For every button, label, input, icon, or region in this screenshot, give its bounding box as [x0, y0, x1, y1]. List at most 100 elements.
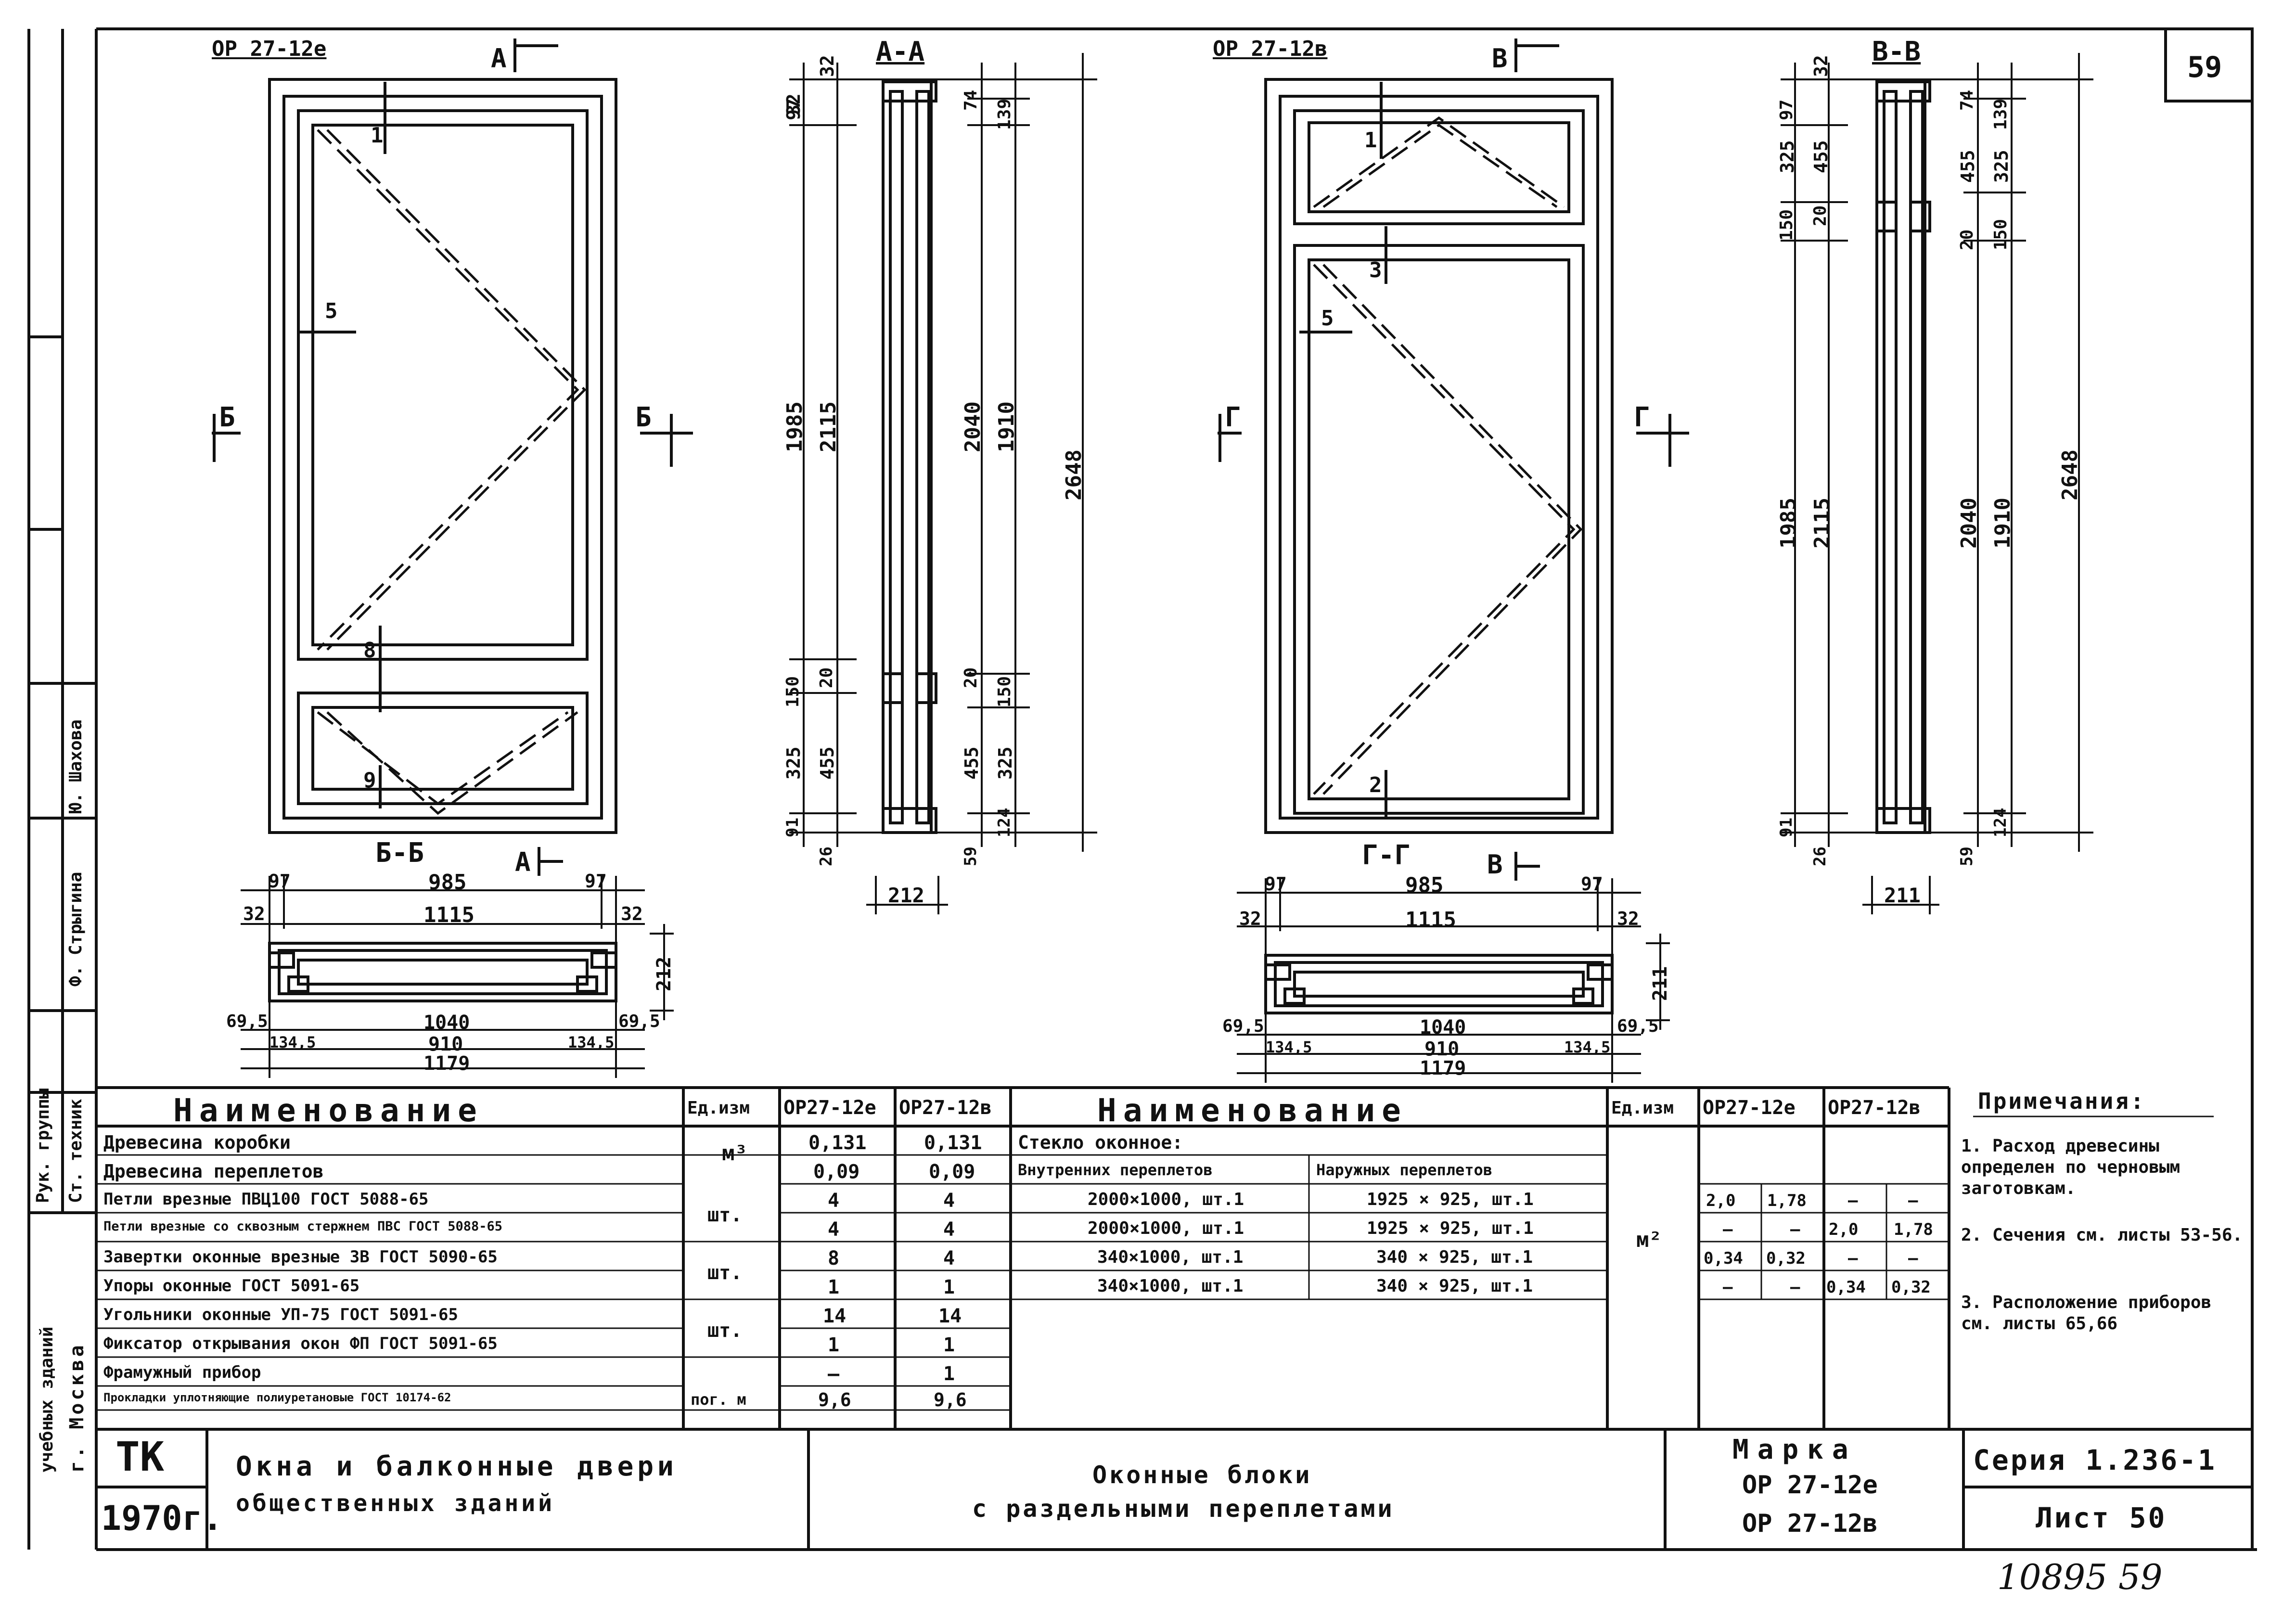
- dim: 124: [1991, 808, 2010, 837]
- stamp-role-2: Ст. техник: [66, 1099, 86, 1203]
- dim: 134,5: [269, 1033, 316, 1052]
- table-header-name: Наименование: [173, 1092, 484, 1129]
- table-cell: 0,34: [1826, 1278, 1866, 1297]
- section-gg-title: Г-Г: [1362, 840, 1411, 871]
- cut-a-bottom: А: [515, 847, 531, 877]
- glass-unit: м²: [1636, 1228, 1662, 1252]
- dim: 32: [243, 903, 265, 924]
- table-header-col-b: ОР27-12в: [1828, 1097, 1921, 1119]
- table-cell: –: [1790, 1220, 1800, 1239]
- table-cell: –: [1908, 1191, 1918, 1210]
- dim: 1910: [1990, 498, 2015, 549]
- dim: 985: [1405, 873, 1444, 898]
- dim: 97: [1265, 873, 1287, 895]
- plan-bb: [269, 943, 616, 1001]
- dim: 1115: [423, 903, 475, 927]
- note-3: 3. Расположение приборов см. листы 65,66: [1961, 1293, 2212, 1334]
- dim: 150: [1991, 218, 2011, 250]
- table-cell: 1925 × 925, шт.1: [1367, 1218, 1534, 1238]
- stamp-name-1: Ю. Шахова: [66, 719, 86, 813]
- dim: 134,5: [1564, 1038, 1611, 1056]
- table-row-name: Фиксатор открывания окон ФП ГОСТ 5091-65: [103, 1334, 498, 1353]
- dim: 32: [1810, 55, 1832, 77]
- dim: 2040: [961, 401, 985, 452]
- dim: 455: [961, 746, 982, 780]
- dim: 59: [1957, 846, 1976, 866]
- page-number: 59: [2187, 51, 2222, 84]
- table-cell: –: [1908, 1249, 1918, 1268]
- dim: 325: [783, 746, 804, 780]
- table-header-col-a: ОР27-12е: [1703, 1097, 1796, 1119]
- section-vv: [1877, 82, 1930, 833]
- spec-table-grid: [96, 1088, 2252, 1429]
- table-cell: 1: [943, 1334, 955, 1356]
- table-cell: 2000×1000, шт.1: [1088, 1190, 1244, 1209]
- note-1: 1. Расход древесины определен по черновы…: [1961, 1136, 2181, 1198]
- dim: 455: [1957, 150, 1978, 183]
- table-cell: 1: [943, 1276, 955, 1298]
- project-line-1: Окна и балконные двери: [236, 1451, 678, 1482]
- dim: 97: [783, 98, 804, 120]
- table-row-name: Завертки оконные врезные ЗВ ГОСТ 5090-65: [103, 1247, 498, 1267]
- dim: 20: [1957, 229, 1977, 250]
- table-row-name: Прокладки уплотняющие полиуретановые ГОС…: [103, 1391, 451, 1404]
- note-2: 2. Сечения см. листы 53-56.: [1961, 1225, 2243, 1245]
- dim: 455: [817, 746, 838, 780]
- sheet-number: Лист 50: [2036, 1501, 2167, 1534]
- dim: 150: [1777, 209, 1796, 241]
- cut-a-top: А: [491, 43, 507, 74]
- dim: 20: [817, 667, 836, 688]
- table-cell: 0,09: [813, 1161, 860, 1183]
- table-row-unit: шт.: [707, 1320, 743, 1342]
- dim: 20: [1810, 205, 1830, 226]
- dim: 211: [1649, 966, 1671, 1001]
- dim: 97: [269, 871, 291, 892]
- table-cell: 4: [943, 1247, 955, 1270]
- table-cell: 1,78: [1894, 1220, 1933, 1239]
- dim: 69,5: [1617, 1016, 1659, 1036]
- table-cell: –: [1723, 1220, 1733, 1239]
- section-aa: [883, 82, 936, 833]
- elevation-left: [269, 79, 616, 833]
- elevation-right: [1266, 79, 1612, 833]
- table-cell: –: [1790, 1278, 1800, 1297]
- callout-9: 9: [363, 768, 376, 793]
- callout-2: 2: [1369, 773, 1382, 797]
- dim: 134,5: [1266, 1038, 1312, 1056]
- dim: 91: [783, 818, 802, 837]
- dim: 1115: [1405, 908, 1456, 932]
- year: 1970г.: [101, 1499, 223, 1538]
- cut-v-bottom: В: [1487, 849, 1503, 880]
- dim: 124: [995, 808, 1014, 837]
- dim: 2115: [1810, 498, 1834, 549]
- table-cell: 1: [828, 1334, 840, 1356]
- table-row-name: Фрамужный прибор: [103, 1363, 261, 1382]
- dim: 97: [1777, 99, 1796, 120]
- dim: 20: [961, 667, 981, 688]
- dim: 91: [1777, 818, 1796, 837]
- dim: 325: [1991, 150, 2012, 183]
- stamp-role-1: Рук. группы: [33, 1088, 53, 1203]
- table-cell: 4: [828, 1190, 840, 1212]
- dim: 97: [1581, 873, 1603, 895]
- table-cell: 9,6: [934, 1389, 967, 1411]
- dim: 69,5: [226, 1012, 268, 1031]
- table-header-col-b: ОР27-12в: [899, 1097, 992, 1119]
- dim: 74: [961, 90, 981, 111]
- dim: 59: [961, 846, 980, 866]
- table-row-unit: пог. м: [691, 1390, 746, 1409]
- callout-8: 8: [363, 638, 376, 663]
- glass-subheader-outer: Наружных переплетов: [1316, 1161, 1493, 1179]
- dim: 1910: [994, 401, 1019, 452]
- section-vv-title: В-В: [1872, 36, 1921, 67]
- sheet-title-1: Оконные блоки: [1092, 1461, 1312, 1489]
- table-cell: 0,131: [808, 1132, 867, 1154]
- dim: 139: [995, 98, 1014, 130]
- callout-5: 5: [325, 299, 338, 323]
- table-cell: 8: [828, 1247, 840, 1270]
- table-cell: 340 × 925, шт.1: [1376, 1247, 1533, 1267]
- glass-subheader-inner: Внутренних переплетов: [1018, 1161, 1213, 1179]
- table-header-unit: Ед.изм: [687, 1098, 750, 1118]
- plan-gg: [1266, 955, 1612, 1013]
- table-row-unit: шт.: [707, 1204, 743, 1226]
